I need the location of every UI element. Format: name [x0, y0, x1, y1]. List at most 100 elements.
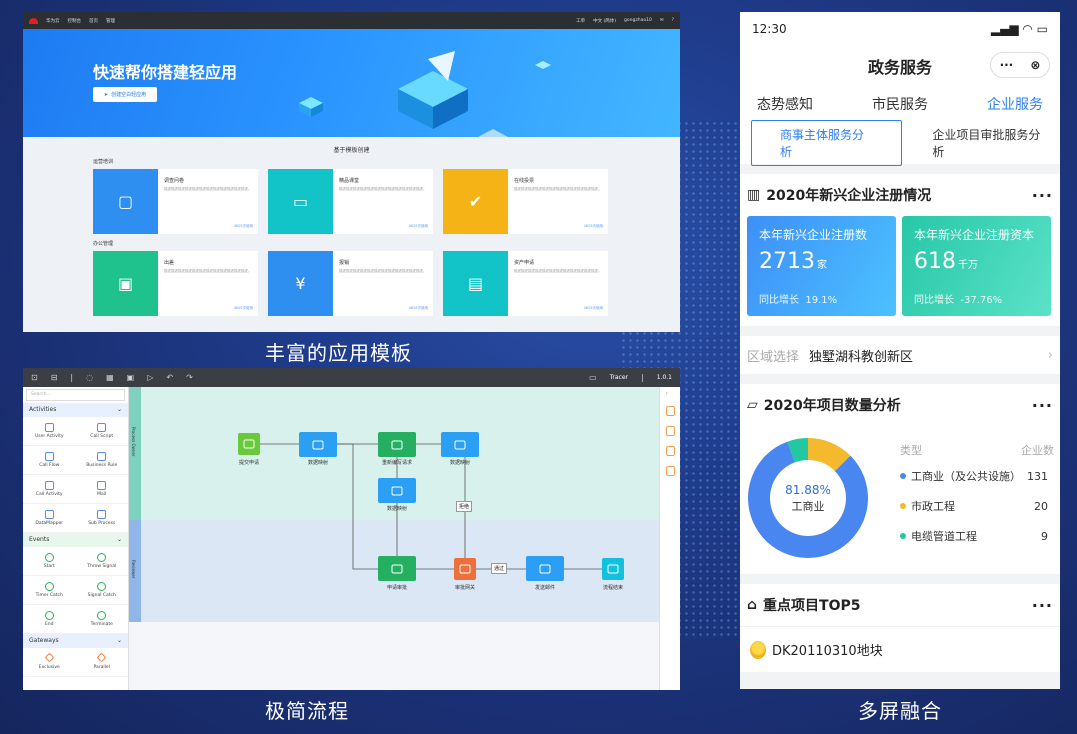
mapping-node-3[interactable]: [441, 432, 479, 457]
palette-item-label: Signal Catch: [87, 593, 116, 598]
palette-item[interactable]: Mail: [75, 475, 128, 504]
nav-ticket[interactable]: 工单: [576, 18, 586, 24]
donut-slice[interactable]: [787, 438, 808, 463]
create-blank-app-button[interactable]: ➤ 创建空白轻应用: [93, 87, 157, 102]
version-select[interactable]: 1.0.1: [656, 374, 672, 381]
palette-item[interactable]: Business Rule: [75, 446, 128, 475]
play-icon[interactable]: ▷: [147, 373, 154, 382]
node-label: 提交申请: [238, 460, 260, 466]
palette-item[interactable]: User Activity: [23, 417, 76, 446]
donut-chart[interactable]: 81.88% 工商业: [746, 436, 870, 560]
subtab-project[interactable]: 企业项目审批服务分析: [932, 128, 1041, 159]
close-icon[interactable]: ⊗: [1030, 58, 1041, 72]
undo-icon[interactable]: ↶: [166, 373, 174, 382]
palette-item-label: Timer Catch: [35, 593, 63, 598]
card-desc: 描述描述描述描述描述描述描述描述描述描述描述描述。: [339, 187, 427, 191]
template-card-course[interactable]: ▭ 精品课堂 描述描述描述描述描述描述描述描述描述描述描述描述。 4625次使用: [268, 169, 433, 234]
card-desc: 描述描述描述描述描述描述描述描述描述描述描述描述。: [164, 269, 252, 273]
palette-item[interactable]: DataMapper: [23, 504, 76, 533]
user-node-resubmit[interactable]: [378, 432, 416, 457]
mail-node-send[interactable]: [526, 556, 564, 581]
nav-home[interactable]: 首页: [89, 18, 98, 24]
template-card-survey[interactable]: ▢ 调查问卷 描述描述描述描述描述描述描述描述描述描述描述描述。 4625次使用: [93, 169, 258, 234]
redo-icon[interactable]: ↷: [186, 373, 193, 382]
monitor-icon[interactable]: ▭: [589, 373, 597, 382]
mail-icon[interactable]: ✉: [659, 18, 664, 23]
variables-icon[interactable]: [665, 466, 675, 476]
palette-item[interactable]: Throw Signal: [75, 547, 128, 576]
list-item[interactable]: DK20110310地块: [740, 626, 1060, 672]
clipboard-icon[interactable]: [665, 406, 675, 416]
kpi-unit: 家: [817, 260, 827, 271]
lane-header: Reviewer: [129, 520, 141, 622]
template-card-vote[interactable]: ✔ 在线投票 描述描述描述描述描述描述描述描述描述描述描述描述。 4625次使用: [443, 169, 608, 234]
palette-item[interactable]: Parallel: [75, 648, 128, 677]
medal-icon: [750, 640, 766, 659]
help-icon[interactable]: ?: [671, 18, 674, 23]
kpi-yoy: -37.76%: [960, 295, 1003, 306]
gateway-node-approval[interactable]: [454, 558, 476, 580]
palette-item[interactable]: Terminate: [75, 605, 128, 634]
start-node-submit[interactable]: [238, 433, 260, 455]
palette-item[interactable]: Exclusive: [23, 648, 76, 677]
more-icon[interactable]: ···: [1031, 185, 1053, 205]
end-node[interactable]: [602, 558, 624, 580]
palette-glyph-icon: [44, 423, 54, 432]
collapse-icon[interactable]: ‹: [665, 390, 668, 397]
user-name[interactable]: gongzhao10: [624, 18, 652, 23]
language-switch[interactable]: 中文 (简体): [593, 18, 617, 24]
more-icon[interactable]: ···: [1031, 395, 1053, 415]
tab-situation[interactable]: 态势感知: [757, 97, 813, 113]
mapping-node-1[interactable]: [299, 432, 337, 457]
user-node-apply[interactable]: [378, 556, 416, 581]
palette-item[interactable]: Start: [23, 547, 76, 576]
edge-label-approve: 通过: [491, 563, 508, 574]
donut-slice[interactable]: [748, 441, 868, 558]
palette-search-input[interactable]: Search...: [26, 389, 125, 401]
bulb-icon[interactable]: ◌: [86, 373, 94, 382]
notes-icon[interactable]: [665, 446, 675, 456]
unlock-icon[interactable]: ⊟: [50, 373, 58, 382]
nav-manage[interactable]: 管理: [106, 18, 115, 24]
lock-icon[interactable]: ⊡: [31, 373, 38, 382]
palette-item-label: Business Rule: [86, 463, 118, 468]
palette-item[interactable]: Call Script: [75, 417, 128, 446]
donut-slice[interactable]: [808, 438, 851, 472]
card-title: 在线投票: [514, 178, 535, 184]
region-selector[interactable]: 区域选择 独墅湖科教创新区 ›: [740, 336, 1060, 374]
palette-item[interactable]: Call Flow: [23, 446, 76, 475]
palette-item[interactable]: Signal Catch: [75, 576, 128, 605]
palette-item[interactable]: Timer Catch: [23, 576, 76, 605]
palette-item[interactable]: Call Activity: [23, 475, 76, 504]
process-designer-screen: ⊡ ⊟ | ◌ ▦ ▣ ▷ ↶ ↷ ▭ Tracer | 1.0.1 Searc…: [23, 368, 680, 690]
more-icon[interactable]: ···: [999, 58, 1014, 72]
card-title: 报销: [339, 260, 350, 266]
template-card-trip[interactable]: ▣ 出差 描述描述描述描述描述描述描述描述描述描述描述描述。 4625次使用: [93, 251, 258, 316]
tab-enterprise[interactable]: 企业服务: [987, 97, 1043, 113]
nav-console[interactable]: 控制台: [67, 18, 82, 24]
palette-item[interactable]: End: [23, 605, 76, 634]
node-label: 发送邮件: [534, 585, 556, 591]
template-card-asset[interactable]: ▤ 资产申请 描述描述描述描述描述描述描述描述描述描述描述描述。 4625次使用: [443, 251, 608, 316]
project-name: DK20110310地块: [772, 644, 883, 659]
save-icon[interactable]: ▣: [126, 373, 135, 382]
category-gateways[interactable]: Gateways⌄: [23, 634, 128, 648]
more-icon[interactable]: ···: [1031, 595, 1053, 615]
legend-value: 20: [1034, 499, 1048, 513]
mapping-node-2[interactable]: [378, 478, 416, 503]
template-card-reimburse[interactable]: ¥ 报销 描述描述描述描述描述描述描述描述描述描述描述描述。 4625次使用: [268, 251, 433, 316]
briefcase-icon: ▣: [93, 251, 158, 316]
calendar-icon[interactable]: ▦: [106, 373, 114, 382]
category-activities[interactable]: Activities⌄: [23, 403, 128, 417]
signal-wifi-battery-icon: ▂▄▆ ◠ ▭: [990, 22, 1048, 36]
palette-item[interactable]: Sub Process: [75, 504, 128, 533]
subtab-business[interactable]: 商事主体服务分析: [751, 120, 903, 166]
chevron-right-icon: ›: [1047, 347, 1053, 363]
legend-type-header: 类型: [900, 444, 922, 457]
settings-icon[interactable]: [665, 426, 675, 436]
category-events[interactable]: Events⌄: [23, 533, 128, 547]
tab-citizen[interactable]: 市民服务: [872, 97, 928, 113]
